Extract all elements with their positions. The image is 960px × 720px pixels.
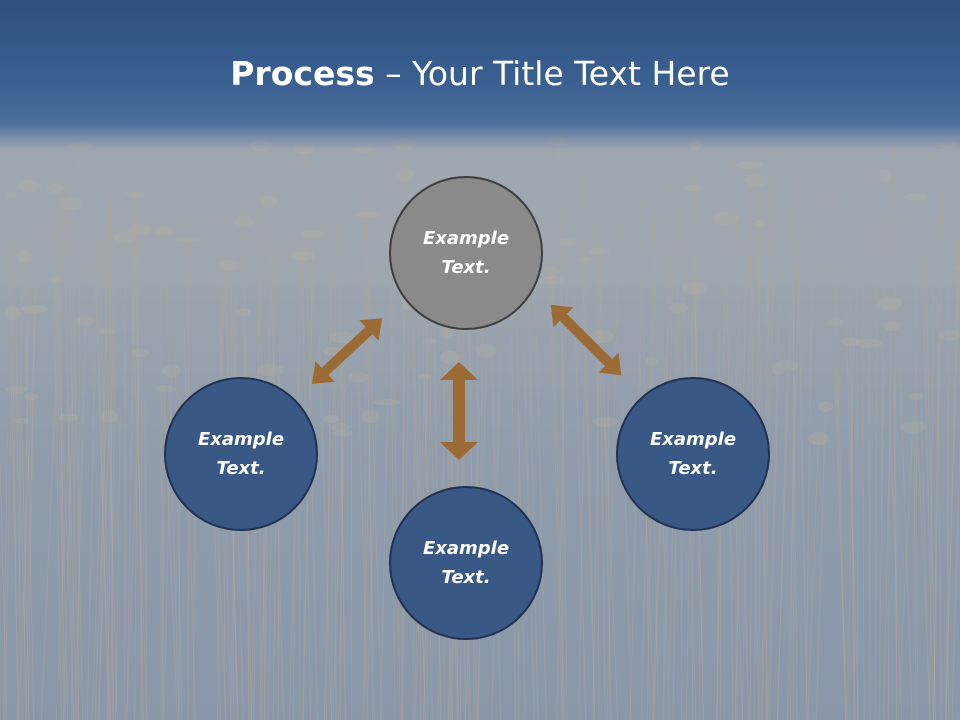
title-bold: Process	[230, 54, 375, 93]
arrow-top-right	[550, 304, 622, 376]
title-band	[0, 0, 960, 150]
node-top[interactable]: Example Text.	[389, 176, 543, 330]
node-left-text: Example Text.	[197, 429, 285, 479]
node-left[interactable]: Example Text.	[164, 377, 318, 531]
node-right-text: Example Text.	[649, 429, 737, 479]
node-top-text: Example Text.	[422, 228, 510, 278]
node-bottom[interactable]: Example Text.	[389, 486, 543, 640]
arrow-left-top	[311, 318, 383, 384]
slide-title: Process – Your Title Text Here	[0, 52, 960, 96]
arrow-center-vertical	[440, 362, 478, 460]
node-right[interactable]: Example Text.	[616, 377, 770, 531]
title-rest: – Your Title Text Here	[374, 54, 730, 93]
node-bottom-text: Example Text.	[422, 538, 510, 588]
